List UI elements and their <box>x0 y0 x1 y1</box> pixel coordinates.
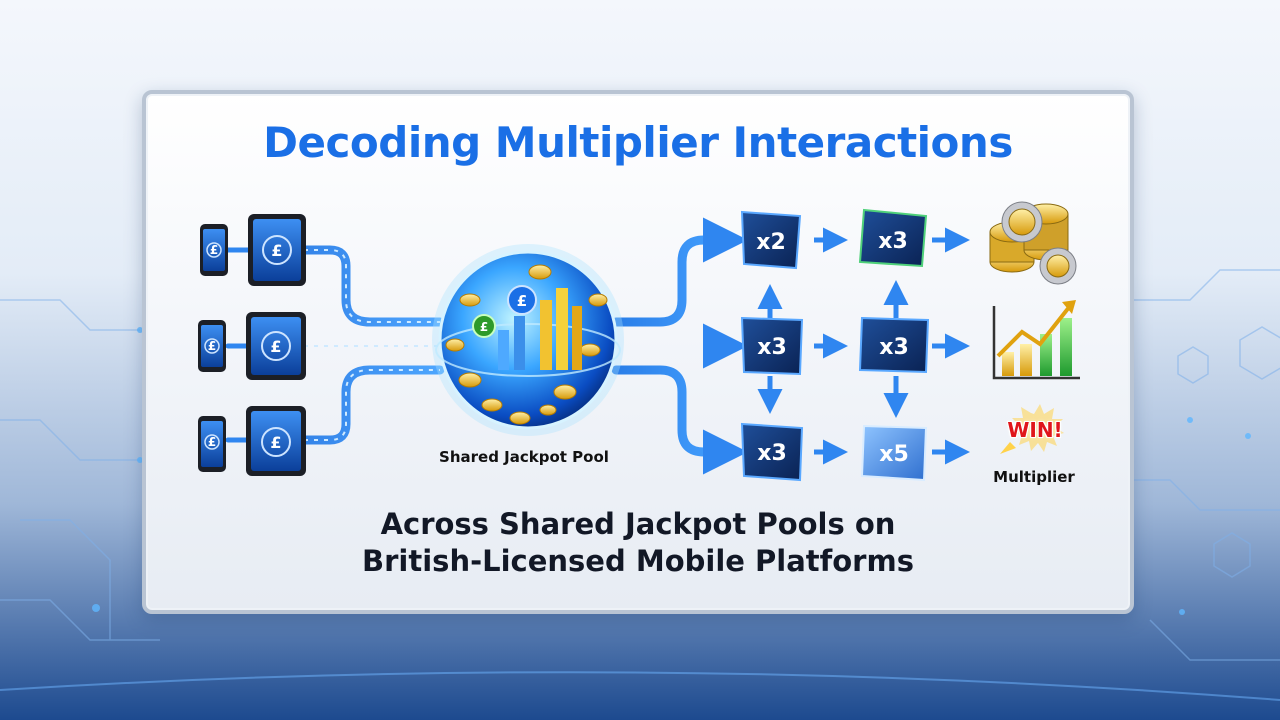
coin-stack-icon <box>989 201 1077 285</box>
currency-symbol: £ <box>480 320 488 334</box>
phone-icon <box>200 224 228 276</box>
phone-icon <box>198 320 226 372</box>
tile-label: x3 <box>879 335 909 360</box>
multiplier-tile: x5 <box>860 424 928 482</box>
pipe-out-top <box>611 217 748 327</box>
multiplier-tile: x3 <box>858 208 928 268</box>
tablet-icon <box>246 312 306 380</box>
tile-label: x3 <box>757 335 787 360</box>
currency-symbol: £ <box>208 435 216 449</box>
tablet-icon <box>246 406 306 476</box>
tile-label: x3 <box>757 441 787 466</box>
output-pipes <box>611 217 748 475</box>
multiplier-tile: x3 <box>858 316 930 374</box>
pipe-top <box>299 245 445 327</box>
multiplier-tile: x2 <box>740 210 802 270</box>
growth-chart-icon <box>992 300 1080 380</box>
pipe-bottom <box>299 365 445 445</box>
globe-bars <box>498 288 582 370</box>
win-label: WIN! <box>1007 418 1063 442</box>
currency-symbol: £ <box>210 243 218 257</box>
currency-symbol: £ <box>271 241 282 260</box>
shared-jackpot-pool-label: Shared Jackpot Pool <box>439 448 609 466</box>
subtitle-line-2: British-Licensed Mobile Platforms <box>362 544 914 578</box>
multiplier-tiles: x2 x3 x3 x3 x3 x5 <box>740 208 930 482</box>
tile-label: x2 <box>756 230 786 255</box>
page-title: Decoding Multiplier Interactions <box>263 118 1013 167</box>
currency-symbol: £ <box>208 339 216 353</box>
multiplier-label: Multiplier <box>993 468 1075 486</box>
tile-arrows <box>757 227 970 465</box>
multiplier-tile: x3 <box>740 422 804 482</box>
tile-label: x3 <box>878 229 908 254</box>
currency-symbol: £ <box>270 433 281 452</box>
subtitle: Across Shared Jackpot Pools on British-L… <box>142 506 1134 580</box>
phone-icon <box>198 416 226 472</box>
tile-label: x5 <box>879 442 909 467</box>
currency-symbol: £ <box>270 337 281 356</box>
multiplier-tile: x3 <box>740 316 804 376</box>
currency-symbol: £ <box>517 292 527 310</box>
tablet-icon <box>248 214 306 286</box>
subtitle-line-1: Across Shared Jackpot Pools on <box>380 507 896 541</box>
device-group: £ £ £ £ £ £ <box>198 214 306 476</box>
pipe-out-bottom <box>611 365 748 475</box>
jackpot-globe-icon: £ £ <box>432 244 624 436</box>
win-burst-icon <box>1000 404 1064 454</box>
